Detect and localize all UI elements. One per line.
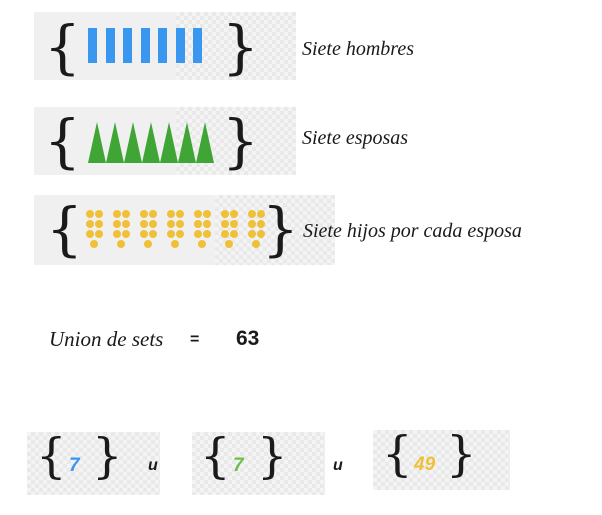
wife-triangle bbox=[124, 122, 142, 163]
row-label-wives: Siete esposas bbox=[302, 127, 409, 149]
child-dot bbox=[149, 210, 157, 218]
child-dot bbox=[140, 230, 148, 238]
equation-set-1-right-brace: } bbox=[92, 428, 123, 484]
child-dot bbox=[86, 230, 94, 238]
man-bar bbox=[123, 28, 132, 63]
man-bar bbox=[175, 28, 185, 63]
man-bar bbox=[158, 28, 167, 63]
union-operator-2: u bbox=[333, 457, 343, 474]
child-dot bbox=[230, 230, 238, 238]
equation-set-1-left-brace: { bbox=[36, 428, 67, 484]
set-background-children-checker bbox=[215, 195, 335, 265]
man-bar bbox=[193, 28, 202, 63]
man-bar bbox=[88, 28, 97, 63]
man-bar bbox=[140, 28, 150, 63]
child-dot bbox=[149, 220, 157, 228]
equals-sign: = bbox=[190, 331, 200, 348]
child-dot bbox=[113, 230, 121, 238]
child-dot bbox=[95, 220, 103, 228]
equation-set-3-right-brace: } bbox=[446, 426, 477, 482]
child-dot bbox=[113, 210, 121, 218]
equation-set-3-background bbox=[373, 430, 510, 490]
child-dot bbox=[95, 230, 103, 238]
right-brace-children: } bbox=[262, 195, 299, 263]
child-dot bbox=[230, 210, 238, 218]
child-dot bbox=[122, 210, 130, 218]
union-operator-1: u bbox=[148, 457, 158, 474]
left-brace-wives: { bbox=[44, 107, 81, 175]
child-dot bbox=[149, 230, 157, 238]
equation-set-2-background bbox=[192, 432, 325, 495]
child-dot bbox=[140, 210, 148, 218]
wife-triangle bbox=[160, 122, 178, 163]
right-brace-wives: } bbox=[222, 107, 259, 175]
child-dot bbox=[225, 240, 233, 248]
child-dot bbox=[248, 230, 256, 238]
child-dot bbox=[221, 220, 229, 228]
equation-set-1-value: 7 bbox=[69, 455, 80, 476]
child-dot bbox=[140, 220, 148, 228]
child-dot bbox=[117, 240, 125, 248]
wife-triangle bbox=[142, 122, 160, 163]
child-dot bbox=[167, 230, 175, 238]
union-label: Union de sets bbox=[49, 327, 164, 351]
wife-triangle bbox=[196, 122, 214, 163]
child-dot bbox=[176, 220, 184, 228]
man-bar bbox=[105, 28, 115, 63]
child-dot bbox=[221, 210, 229, 218]
row-label-men: Siete hombres bbox=[302, 38, 415, 60]
child-dot bbox=[113, 220, 121, 228]
child-dot bbox=[90, 240, 98, 248]
wife-triangle bbox=[178, 122, 196, 163]
union-total: 63 bbox=[236, 327, 260, 350]
child-dot bbox=[167, 220, 175, 228]
child-dot bbox=[203, 230, 211, 238]
child-dot bbox=[248, 220, 256, 228]
child-dot bbox=[203, 210, 211, 218]
child-dot bbox=[176, 230, 184, 238]
wife-triangle bbox=[106, 122, 124, 163]
child-dot bbox=[203, 220, 211, 228]
equation-set-2-left-brace: { bbox=[200, 428, 231, 484]
equation-set-2-value: 7 bbox=[233, 455, 244, 476]
child-dot bbox=[194, 220, 202, 228]
child-dot bbox=[257, 230, 265, 238]
child-dot bbox=[167, 210, 175, 218]
child-dot bbox=[176, 210, 184, 218]
child-dot bbox=[248, 210, 256, 218]
child-dot bbox=[171, 240, 179, 248]
equation-set-2-right-brace: } bbox=[257, 428, 288, 484]
wife-triangle bbox=[88, 122, 106, 163]
equation-set-1-background bbox=[27, 432, 160, 495]
child-dot bbox=[198, 240, 206, 248]
child-dot bbox=[194, 210, 202, 218]
child-dot bbox=[252, 240, 260, 248]
row-label-children: Siete hijos por cada esposa bbox=[303, 220, 522, 242]
child-dot bbox=[221, 230, 229, 238]
child-dot bbox=[95, 210, 103, 218]
child-dot bbox=[230, 220, 238, 228]
child-dot bbox=[257, 210, 265, 218]
left-brace-children: { bbox=[46, 195, 83, 263]
child-dot bbox=[86, 210, 94, 218]
child-dot bbox=[86, 220, 94, 228]
left-brace-men: { bbox=[44, 13, 81, 81]
equation-set-3-left-brace: { bbox=[382, 426, 413, 482]
child-dot bbox=[144, 240, 152, 248]
equation-set-3-value: 49 bbox=[414, 454, 436, 475]
child-dot bbox=[122, 220, 130, 228]
child-dot bbox=[257, 220, 265, 228]
child-dot bbox=[194, 230, 202, 238]
child-dot bbox=[122, 230, 130, 238]
right-brace-men: } bbox=[222, 13, 259, 81]
